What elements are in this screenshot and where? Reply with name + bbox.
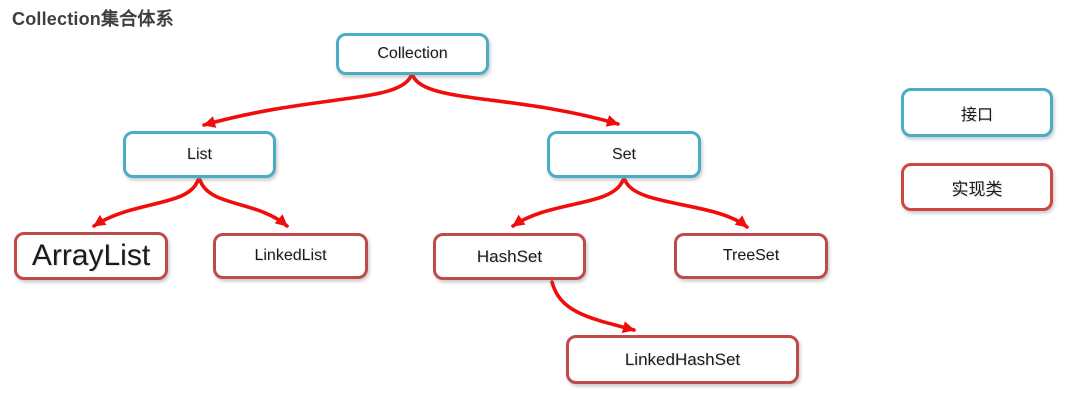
node-linkedhashset-label: LinkedHashSet: [624, 349, 741, 369]
arrow-hashset-to-linkedhashset: [550, 280, 636, 334]
arrow-list-to-linkedlist: [198, 178, 289, 228]
node-arraylist-label: ArrayList: [31, 239, 151, 272]
node-set-label: Set: [611, 145, 636, 163]
node-hashset: HashSet: [433, 233, 586, 280]
node-linkedlist-label: LinkedList: [254, 247, 327, 264]
arrow-collection-to-list: [202, 74, 413, 128]
node-treeset: TreeSet: [674, 233, 828, 279]
arrow-set-to-treeset: [623, 178, 749, 229]
page-title: Collection集合体系: [12, 9, 174, 29]
arrow-list-to-arraylist: [92, 178, 200, 228]
legend-interface-label: 接口: [960, 106, 993, 124]
node-list-label: List: [187, 145, 212, 163]
node-linkedlist: LinkedList: [213, 233, 368, 279]
node-arraylist: ArrayList: [14, 232, 168, 280]
node-set: Set: [547, 131, 701, 178]
node-linkedhashset: LinkedHashSet: [566, 335, 799, 384]
node-hashset-label: HashSet: [476, 246, 543, 266]
arrow-collection-to-set: [411, 74, 620, 127]
node-collection-label: Collection: [377, 45, 448, 62]
legend-interface-box: 接口: [901, 88, 1053, 137]
legend-class-label: 实现类: [951, 179, 1003, 199]
node-list: List: [123, 131, 276, 178]
legend-class-box: 实现类: [901, 163, 1053, 211]
arrow-set-to-hashset: [511, 178, 625, 228]
node-collection: Collection: [336, 33, 489, 75]
node-treeset-label: TreeSet: [722, 247, 780, 264]
